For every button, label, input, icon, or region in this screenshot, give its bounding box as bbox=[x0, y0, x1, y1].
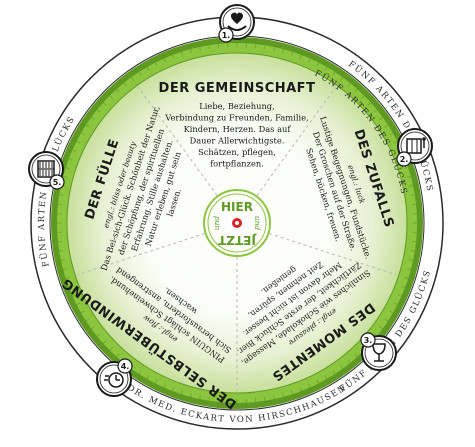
center-word-left: und bbox=[212, 216, 221, 231]
wine-glass-icon: 3. bbox=[360, 332, 397, 371]
ring-ticks bbox=[57, 43, 417, 403]
heart-hands-icon: 1. bbox=[218, 4, 255, 43]
segment-body-line: fortpflanzen. bbox=[210, 159, 264, 169]
slot-machine-icon: 2. bbox=[396, 128, 433, 167]
segment-number: 5. bbox=[53, 178, 62, 187]
center-word-bottom: JETZT bbox=[217, 233, 257, 247]
segment-number: 3. bbox=[364, 336, 373, 345]
segment-1: DER GEMEINSCHAFT Liebe, Beziehung, Verbind… bbox=[159, 81, 316, 169]
segment-title: DER GEMEINSCHAFT bbox=[159, 81, 316, 96]
segment-body-line: Schätzen, pflegen, bbox=[198, 147, 276, 157]
center-badge: HIER JETZT und und bbox=[203, 189, 271, 257]
segment-number: 4. bbox=[121, 362, 130, 371]
segment-body-line: Verbindung zu Freunden, Familie, bbox=[164, 113, 308, 123]
center-word-right: und bbox=[253, 216, 262, 231]
center-word-top: HIER bbox=[221, 200, 253, 214]
segment-body-line: Dauer Allerwichtigste. bbox=[190, 136, 285, 146]
segment-number: 1. bbox=[222, 31, 231, 40]
bookshelf-icon: 5. bbox=[28, 151, 65, 190]
segment-body-line: Kindern, Herzen. Das auf bbox=[184, 124, 292, 134]
marathon-icon: 4. bbox=[96, 358, 133, 397]
segment-number: 2. bbox=[400, 155, 409, 164]
segment-dividers bbox=[77, 86, 397, 391]
segment-body-line: Liebe, Beziehung, bbox=[199, 101, 275, 111]
